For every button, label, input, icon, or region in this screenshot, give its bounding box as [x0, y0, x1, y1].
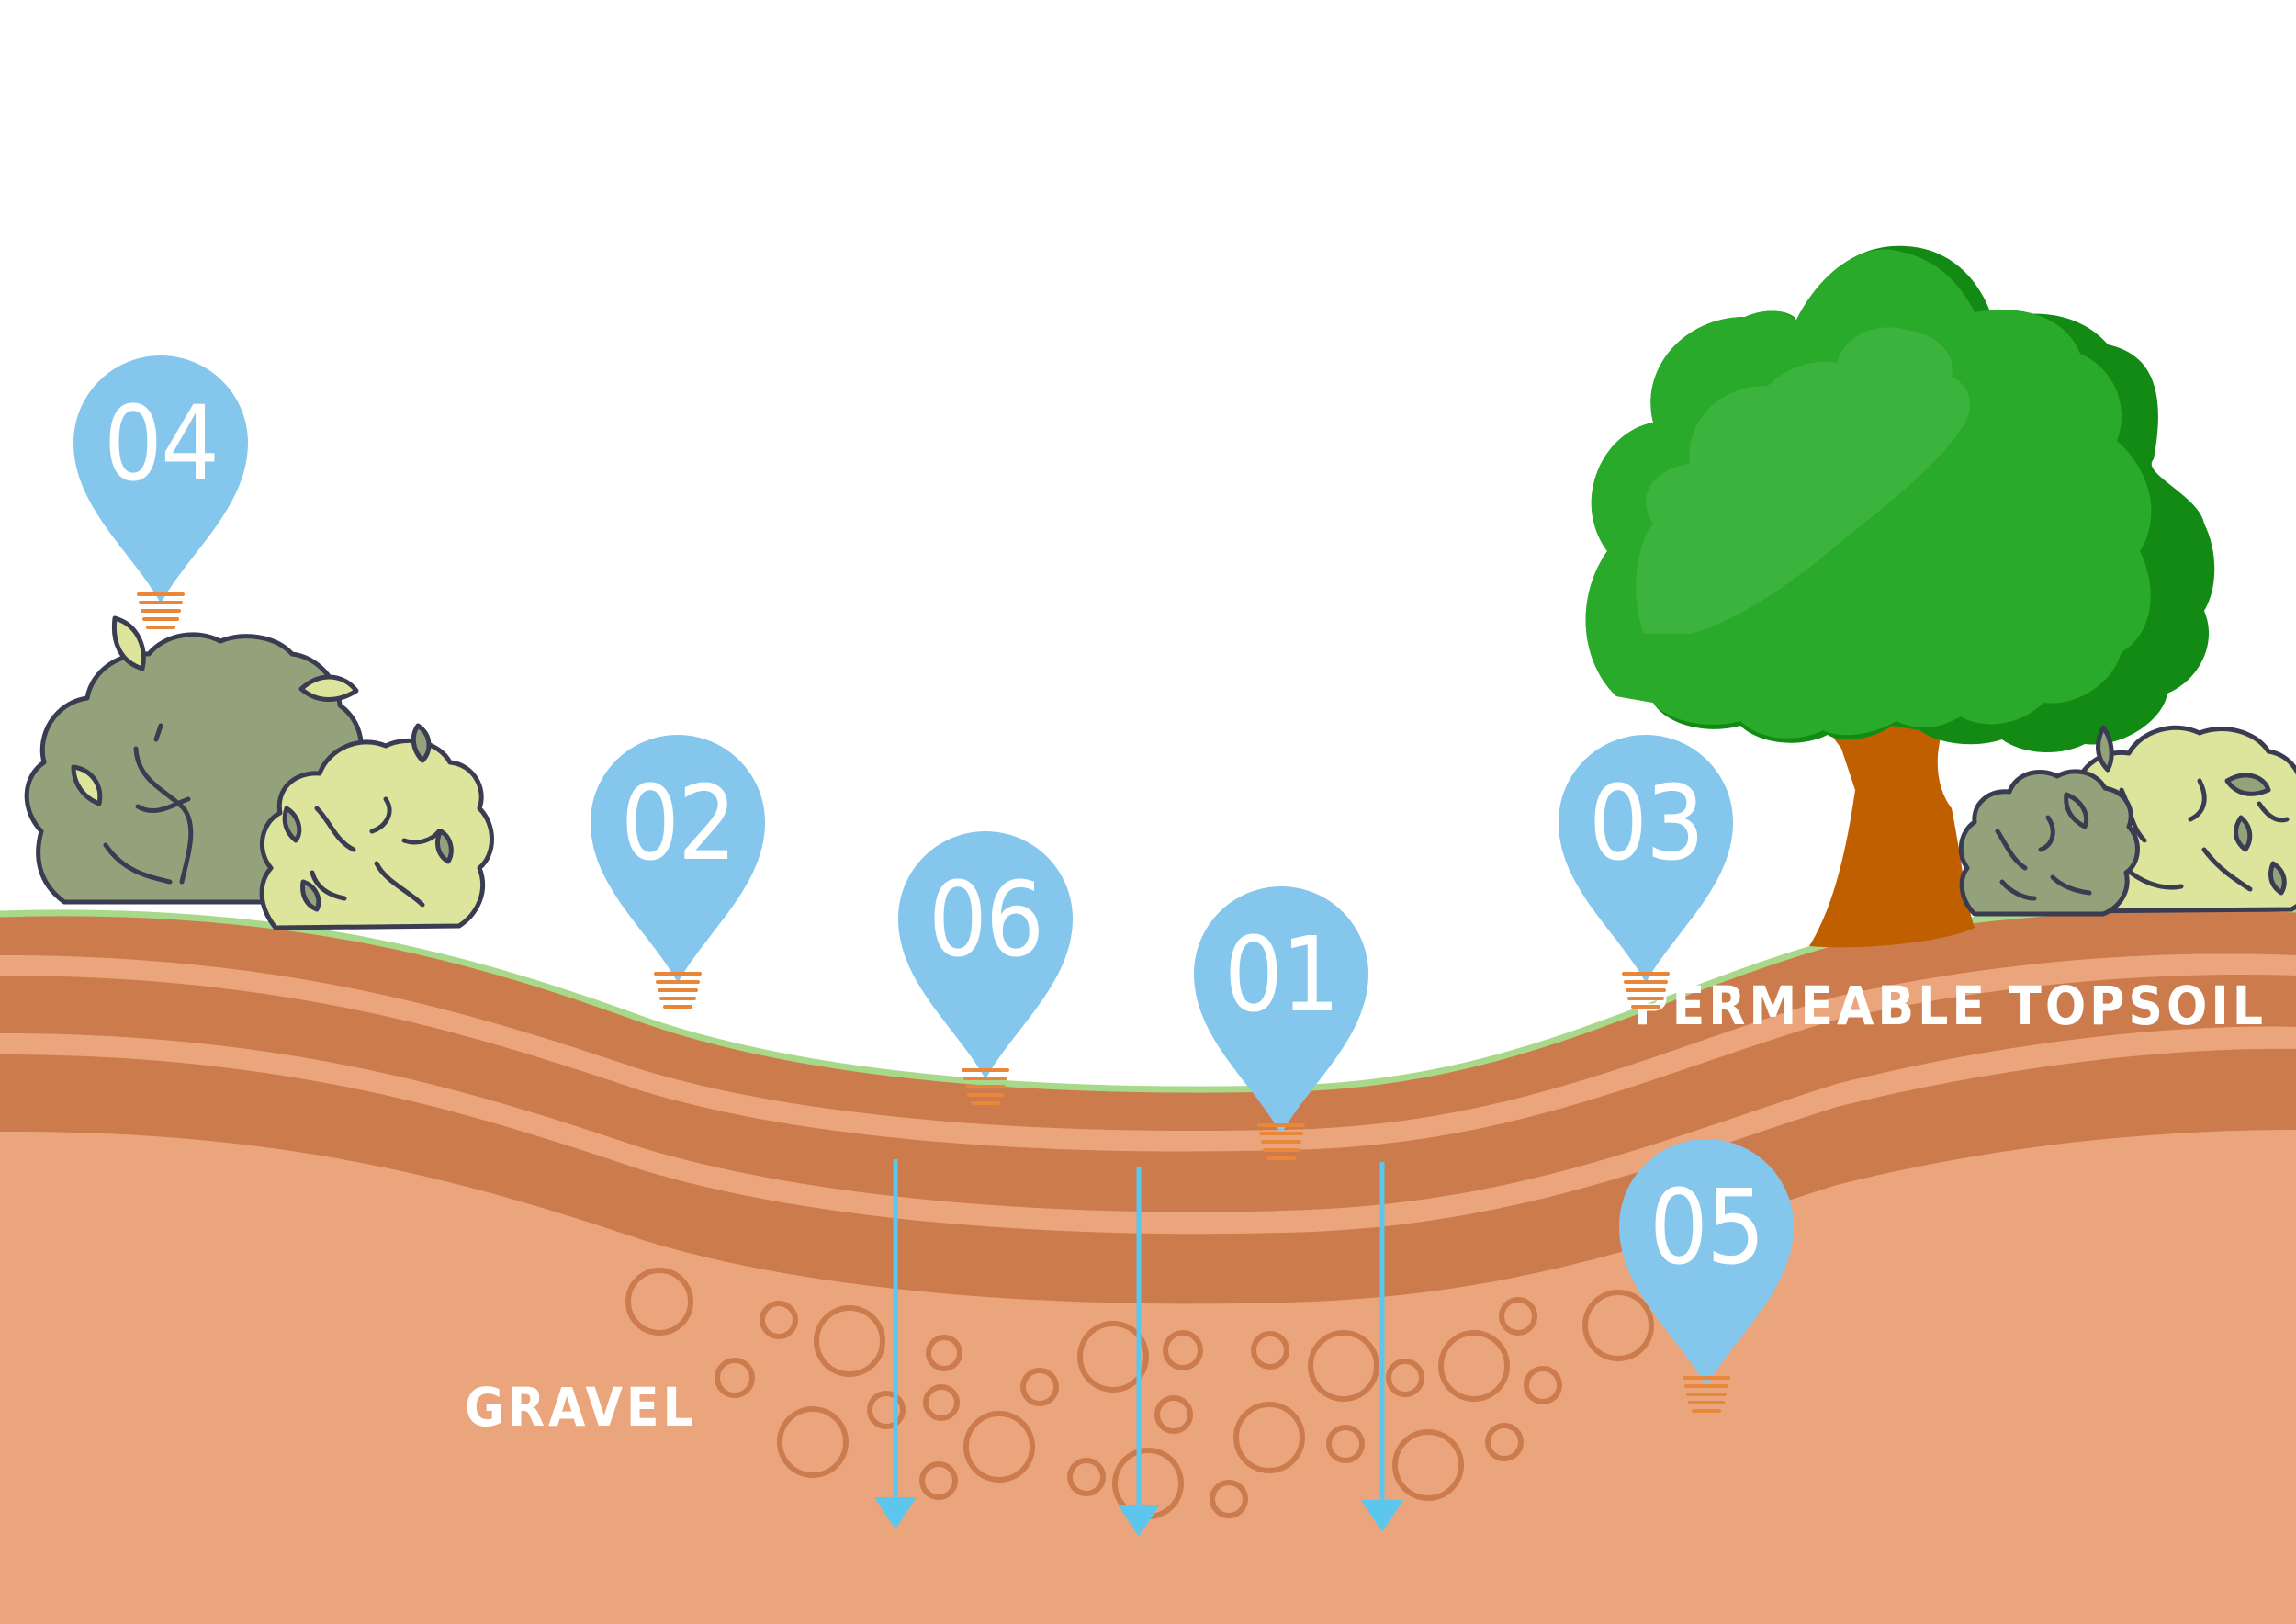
leaf-icon [2268, 861, 2287, 896]
gravel-pebble-icon [1485, 1423, 1524, 1461]
map-pin-02: 02 [591, 735, 765, 1009]
light-bulb-icon [962, 1068, 1009, 1105]
leaf-icon [298, 674, 359, 702]
gravel-pebble-icon [1233, 1402, 1305, 1473]
gravel-pebble-icon [1326, 1425, 1365, 1463]
gravel-pebble-icon [1524, 1366, 1562, 1404]
gravel-pebble-icon [715, 1358, 755, 1398]
leaf-icon [282, 806, 302, 843]
right-bushes [1958, 725, 2296, 917]
gravel-pebbles [625, 1268, 1654, 1519]
tree-crown-highlight [1636, 327, 1970, 634]
gravel-pebble-icon [923, 1384, 960, 1421]
down-arrow-icon [874, 1159, 917, 1529]
topsoil-band-1 [0, 907, 2296, 1132]
gravel-pebble-icon [1020, 1368, 1059, 1406]
gravel-pebble-icon [760, 1301, 798, 1339]
down-arrow-icon [1361, 1162, 1403, 1532]
leaf-icon [411, 723, 432, 763]
bush-icon [259, 738, 494, 930]
map-pins: 01 02 03 04 05 06 [73, 355, 1794, 1413]
leaf-icon [300, 879, 321, 912]
topsoil-band-2 [0, 975, 2296, 1212]
gravel-pebble-icon [1386, 1359, 1424, 1397]
topsoil-band-3 [0, 1048, 2296, 1304]
gravel-pebble-icon [867, 1391, 906, 1429]
gravel-pebble-icon [1077, 1321, 1149, 1393]
gravel-pebble-icon [625, 1268, 693, 1336]
gravel-pebble-icon [1308, 1330, 1379, 1402]
gravel-label: GRAVEL [465, 1376, 697, 1438]
map-pin-number: 02 [621, 764, 735, 884]
gravel-pebble-icon [1163, 1330, 1203, 1370]
map-pin-03: 03 [1559, 735, 1733, 1009]
gravel-pebble-icon [963, 1411, 1035, 1483]
leaf-icon [434, 829, 454, 864]
gravel-pebble-icon [1499, 1297, 1537, 1336]
topsoil-stripe-2 [0, 1026, 2296, 1235]
light-bulb-icon [654, 972, 702, 1009]
light-bulb-icon [1257, 1123, 1305, 1160]
gravel-pebble-icon [1067, 1458, 1106, 1496]
map-pin-number: 06 [929, 861, 1042, 980]
gravel-pebble-icon [1582, 1290, 1654, 1361]
light-bulb-icon [137, 592, 185, 629]
map-pin-icon [1619, 1139, 1794, 1387]
topsoil-stripe-1 [0, 953, 2296, 1152]
light-bulb-icon [1622, 972, 1670, 1009]
map-pin-icon [898, 831, 1073, 1079]
map-pin-number: 03 [1589, 764, 1703, 884]
leaf-icon [2064, 792, 2089, 829]
gravel-pebble-icon [1210, 1480, 1248, 1518]
water-arrows [874, 1159, 1403, 1537]
map-pin-05: 05 [1619, 1139, 1794, 1413]
leaf-icon [71, 764, 103, 806]
tree-icon [1585, 245, 2215, 948]
map-pin-icon [1194, 886, 1368, 1134]
map-pin-icon [591, 735, 765, 983]
light-bulb-icon [1683, 1376, 1730, 1413]
leaf-icon [111, 615, 146, 671]
bush-icon [1958, 769, 2140, 917]
map-pin-number: 01 [1224, 916, 1338, 1035]
soil-layers [0, 904, 2296, 1624]
map-pin-number: 04 [104, 385, 218, 504]
gravel-pebble-icon [1154, 1395, 1193, 1434]
leaf-icon [2096, 725, 2114, 773]
permeable-topsoil-label: PERMEABLE TOPSOIL [1633, 975, 2267, 1037]
down-arrow-icon [1118, 1167, 1160, 1537]
left-bushes [24, 615, 494, 930]
gravel-pebble-icon [919, 1461, 958, 1500]
leaf-icon [2224, 773, 2271, 796]
map-pin-icon [73, 355, 248, 603]
map-pin-01: 01 [1194, 886, 1368, 1160]
gravel-pebble-icon [1438, 1330, 1510, 1402]
map-pin-06: 06 [898, 831, 1073, 1105]
map-pin-04: 04 [73, 355, 248, 629]
gravel-pebble-icon [926, 1335, 962, 1371]
gravel-pebble-icon [1392, 1429, 1464, 1501]
map-pin-icon [1559, 735, 1733, 983]
map-pin-number: 05 [1649, 1168, 1763, 1288]
gravel-pebble-icon [1251, 1331, 1289, 1370]
leaf-icon [2234, 815, 2253, 852]
gravel-pebble-icon [777, 1406, 849, 1478]
gravel-pebble-icon [814, 1305, 885, 1377]
